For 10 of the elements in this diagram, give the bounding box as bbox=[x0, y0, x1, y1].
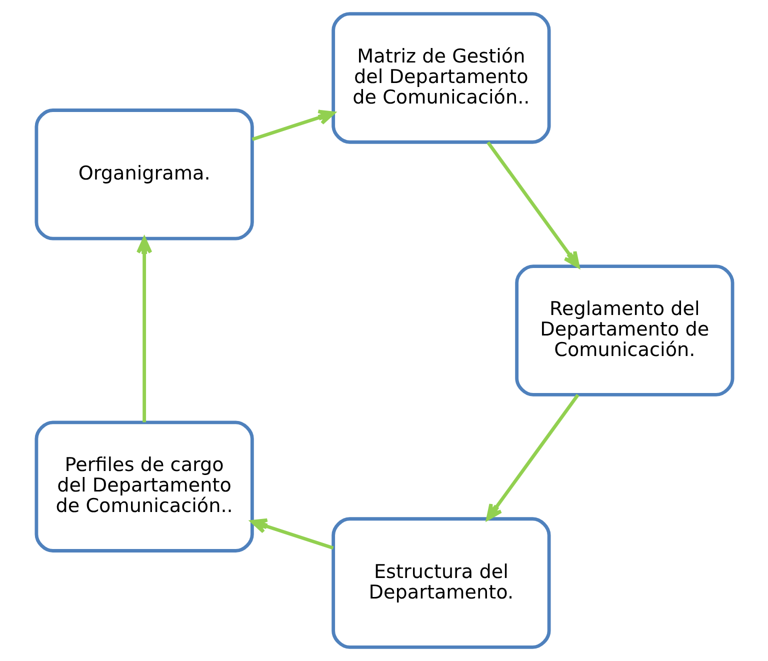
arrow bbox=[136, 236, 152, 422]
arrow bbox=[250, 518, 334, 550]
node-box: Reglamento del Departamento de Comunicación. bbox=[514, 264, 734, 396]
node-box: Organigrama. bbox=[34, 108, 254, 240]
arrow bbox=[486, 394, 579, 520]
node-box: Estructura del Departamento. bbox=[331, 517, 550, 649]
node-box: Matriz de Gestión del Departamento de Comunicación.. bbox=[331, 12, 550, 144]
arrow bbox=[251, 110, 334, 141]
node-box: Perfiles de cargo del Departamento de Comunicación.. bbox=[34, 420, 254, 552]
arrow bbox=[486, 141, 580, 268]
